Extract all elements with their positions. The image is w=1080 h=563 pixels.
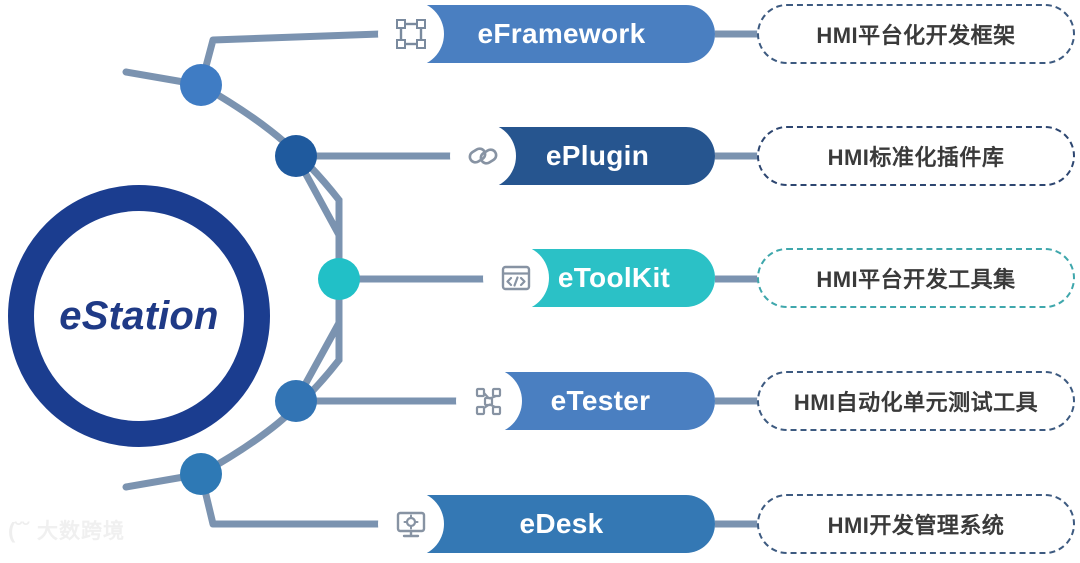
pill-label-edesk: eDesk [519, 508, 604, 539]
node-graph-icon [456, 368, 522, 434]
labelbox-etester: HMI自动化单元测试工具 [757, 371, 1075, 431]
pill-label-eframework: eFramework [477, 18, 646, 49]
pill-label-etester: eTester [550, 385, 651, 416]
junction-dot-eframework [180, 64, 222, 106]
chain-link-icon [450, 123, 516, 189]
hub-label: eStation [59, 293, 219, 338]
pill-edesk[interactable]: eDesk [378, 491, 715, 557]
labelbox-text-etoolkit: HMI平台开发工具集 [816, 267, 1016, 292]
watermark: (˘˘ 大数跨境 [8, 520, 125, 542]
labelbox-text-edesk: HMI开发管理系统 [827, 513, 1005, 538]
labelbox-text-eplugin: HMI标准化插件库 [827, 145, 1005, 170]
spine-mid-lower [292, 319, 343, 405]
bounding-box-icon [378, 1, 444, 67]
hub-tail-bottom [122, 470, 205, 491]
labelbox-edesk: HMI开发管理系统 [757, 494, 1075, 554]
watermark-logo-icon: (˘˘ [8, 518, 30, 543]
junction-dot-etoolkit [318, 258, 360, 300]
monitor-gear-icon [378, 491, 444, 557]
junction-dot-etester [275, 380, 317, 422]
pill-eplugin[interactable]: ePlugin [450, 123, 715, 189]
pill-etester[interactable]: eTester [456, 368, 715, 434]
labelbox-etoolkit: HMI平台开发工具集 [757, 248, 1075, 308]
hub-estation[interactable]: eStation [8, 185, 270, 447]
pill-label-etoolkit: eToolKit [557, 262, 671, 293]
pill-label-eplugin: ePlugin [545, 140, 650, 171]
labelbox-eframework: HMI平台化开发框架 [757, 4, 1075, 64]
junction-dot-edesk [180, 453, 222, 495]
spine-mid-upper [292, 152, 343, 239]
branch-edesk [197, 470, 384, 528]
pill-etoolkit[interactable]: eToolKit [483, 245, 715, 311]
pill-eframework[interactable]: eFramework [378, 1, 715, 67]
labelbox-text-eframework: HMI平台化开发框架 [816, 23, 1016, 48]
junction-dot-eplugin [275, 135, 317, 177]
labelbox-text-etester: HMI自动化单元测试工具 [793, 390, 1039, 415]
hub-tail-top [122, 68, 205, 89]
code-window-icon [483, 245, 549, 311]
branch-eframework [197, 30, 384, 89]
watermark-text: 大数跨境 [36, 519, 125, 543]
labelbox-eplugin: HMI标准化插件库 [757, 126, 1075, 186]
